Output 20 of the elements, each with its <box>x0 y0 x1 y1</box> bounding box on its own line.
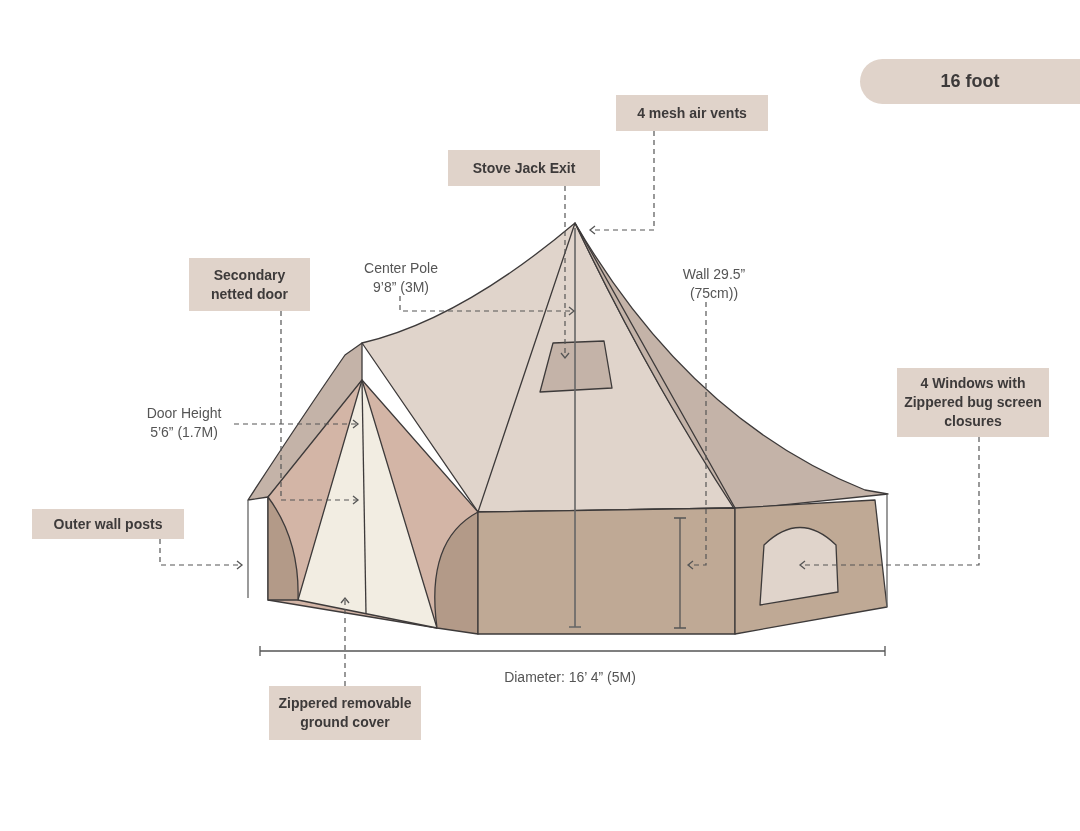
callout-box: 4 mesh air vents <box>616 95 768 131</box>
dimension-label: Diameter: 16’ 4” (5M) <box>503 668 637 687</box>
callout-box: Zippered removable ground cover <box>269 686 421 740</box>
callout-box: Stove Jack Exit <box>448 150 600 186</box>
leader-line <box>560 185 570 359</box>
title-tag: 16 foot <box>860 59 1080 104</box>
leader-line <box>233 419 359 429</box>
leader-line <box>340 597 350 687</box>
callout-box: Outer wall posts <box>32 509 184 539</box>
leader-line <box>589 130 655 235</box>
leader-line <box>687 301 707 570</box>
dimension-label: Center Pole 9’8” (3M) <box>352 260 450 296</box>
callout-box: Secondary netted door <box>189 258 310 311</box>
dimension-label: Wall 29.5” (75cm)) <box>666 266 762 302</box>
leader-line <box>799 436 980 570</box>
leader-line <box>280 310 359 505</box>
callout-box: 4 Windows with Zippered bug screen closures <box>897 368 1049 437</box>
dimension-label: Door Height 5’6” (1.7M) <box>134 404 234 442</box>
leader-line <box>399 295 575 316</box>
leader-line <box>159 538 243 570</box>
